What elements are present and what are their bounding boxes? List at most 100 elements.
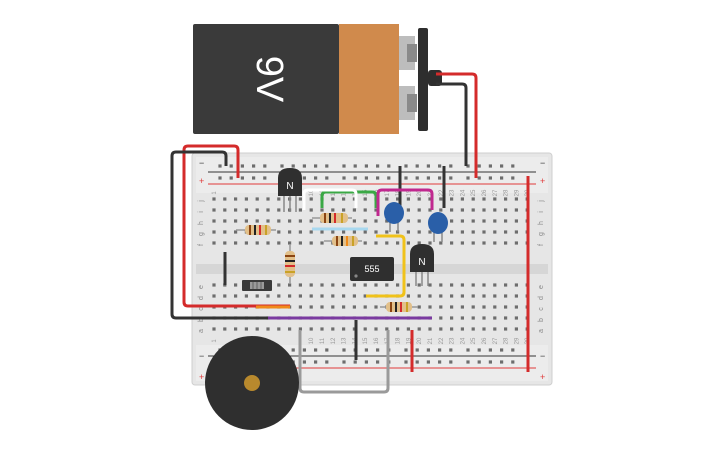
- breadboard-hole[interactable]: [500, 164, 504, 168]
- breadboard-hole[interactable]: [438, 164, 442, 168]
- breadboard-hole[interactable]: [449, 164, 453, 168]
- breadboard-hole[interactable]: [374, 283, 378, 287]
- breadboard-hole[interactable]: [223, 327, 227, 331]
- breadboard-hole[interactable]: [428, 230, 432, 234]
- breadboard-hole[interactable]: [449, 360, 453, 364]
- breadboard-hole[interactable]: [471, 305, 475, 309]
- breadboard-hole[interactable]: [504, 197, 508, 201]
- breadboard-hole[interactable]: [353, 164, 357, 168]
- breadboard-hole[interactable]: [352, 294, 356, 298]
- breadboard-hole[interactable]: [244, 327, 248, 331]
- breadboard-hole[interactable]: [244, 294, 248, 298]
- breadboard-hole[interactable]: [223, 294, 227, 298]
- piezo-buzzer[interactable]: [205, 336, 299, 430]
- breadboard-hole[interactable]: [363, 208, 367, 212]
- breadboard-hole[interactable]: [277, 230, 281, 234]
- breadboard-hole[interactable]: [331, 197, 335, 201]
- breadboard-hole[interactable]: [342, 176, 346, 180]
- transistor-1[interactable]: N: [278, 168, 302, 212]
- breadboard-hole[interactable]: [277, 197, 281, 201]
- breadboard-hole[interactable]: [331, 208, 335, 212]
- breadboard-hole[interactable]: [500, 176, 504, 180]
- breadboard-hole[interactable]: [504, 219, 508, 223]
- capacitor-1[interactable]: [384, 202, 404, 232]
- breadboard-hole[interactable]: [252, 176, 256, 180]
- breadboard-hole[interactable]: [428, 283, 432, 287]
- breadboard-hole[interactable]: [415, 348, 419, 352]
- breadboard-hole[interactable]: [325, 360, 329, 364]
- breadboard-hole[interactable]: [493, 283, 497, 287]
- breadboard-hole[interactable]: [514, 316, 518, 320]
- breadboard-hole[interactable]: [504, 305, 508, 309]
- breadboard-hole[interactable]: [404, 164, 408, 168]
- breadboard-hole[interactable]: [277, 208, 281, 212]
- breadboard-hole[interactable]: [320, 283, 324, 287]
- breadboard-hole[interactable]: [234, 197, 238, 201]
- breadboard-hole[interactable]: [471, 219, 475, 223]
- breadboard-hole[interactable]: [353, 176, 357, 180]
- breadboard-hole[interactable]: [255, 219, 259, 223]
- breadboard-hole[interactable]: [266, 241, 270, 245]
- breadboard-hole[interactable]: [244, 219, 248, 223]
- breadboard-hole[interactable]: [342, 230, 346, 234]
- breadboard-hole[interactable]: [352, 327, 356, 331]
- breadboard-hole[interactable]: [460, 230, 464, 234]
- breadboard-hole[interactable]: [376, 348, 380, 352]
- breadboard-hole[interactable]: [266, 219, 270, 223]
- resistor-3[interactable]: [324, 236, 362, 246]
- breadboard-hole[interactable]: [309, 230, 313, 234]
- breadboard-hole[interactable]: [417, 230, 421, 234]
- breadboard-hole[interactable]: [482, 327, 486, 331]
- breadboard-hole[interactable]: [364, 176, 368, 180]
- breadboard-hole[interactable]: [500, 360, 504, 364]
- breadboard-hole[interactable]: [374, 230, 378, 234]
- breadboard-hole[interactable]: [514, 230, 518, 234]
- breadboard-hole[interactable]: [234, 208, 238, 212]
- breadboard-hole[interactable]: [460, 327, 464, 331]
- breadboard-hole[interactable]: [234, 241, 238, 245]
- breadboard-hole[interactable]: [309, 294, 313, 298]
- breadboard-hole[interactable]: [376, 164, 380, 168]
- breadboard-hole[interactable]: [471, 197, 475, 201]
- breadboard-hole[interactable]: [266, 197, 270, 201]
- breadboard-hole[interactable]: [385, 197, 389, 201]
- breadboard-hole[interactable]: [450, 327, 454, 331]
- breadboard-hole[interactable]: [331, 305, 335, 309]
- breadboard-hole[interactable]: [460, 197, 464, 201]
- breadboard-hole[interactable]: [376, 176, 380, 180]
- breadboard-hole[interactable]: [223, 219, 227, 223]
- breadboard-hole[interactable]: [263, 176, 267, 180]
- breadboard-hole[interactable]: [288, 294, 292, 298]
- slide-switch[interactable]: [242, 280, 272, 291]
- breadboard-hole[interactable]: [482, 197, 486, 201]
- breadboard-hole[interactable]: [277, 241, 281, 245]
- breadboard-hole[interactable]: [234, 230, 238, 234]
- breadboard-hole[interactable]: [482, 283, 486, 287]
- breadboard-hole[interactable]: [309, 208, 313, 212]
- breadboard-hole[interactable]: [514, 327, 518, 331]
- breadboard-hole[interactable]: [320, 327, 324, 331]
- breadboard-hole[interactable]: [288, 327, 292, 331]
- breadboard-hole[interactable]: [450, 283, 454, 287]
- breadboard-hole[interactable]: [212, 208, 216, 212]
- breadboard-hole[interactable]: [477, 176, 481, 180]
- breadboard-hole[interactable]: [439, 241, 443, 245]
- breadboard-hole[interactable]: [266, 327, 270, 331]
- breadboard-hole[interactable]: [500, 348, 504, 352]
- breadboard-hole[interactable]: [428, 327, 432, 331]
- breadboard-hole[interactable]: [450, 230, 454, 234]
- breadboard-hole[interactable]: [266, 208, 270, 212]
- breadboard-hole[interactable]: [352, 208, 356, 212]
- breadboard-hole[interactable]: [255, 197, 259, 201]
- breadboard-hole[interactable]: [415, 164, 419, 168]
- breadboard-hole[interactable]: [417, 197, 421, 201]
- breadboard-hole[interactable]: [255, 294, 259, 298]
- breadboard-hole[interactable]: [504, 316, 508, 320]
- breadboard-hole[interactable]: [302, 360, 306, 364]
- breadboard-hole[interactable]: [244, 208, 248, 212]
- breadboard-hole[interactable]: [438, 348, 442, 352]
- breadboard-hole[interactable]: [385, 230, 389, 234]
- transistor-2[interactable]: N: [410, 244, 434, 286]
- breadboard-hole[interactable]: [298, 305, 302, 309]
- breadboard-hole[interactable]: [291, 348, 295, 352]
